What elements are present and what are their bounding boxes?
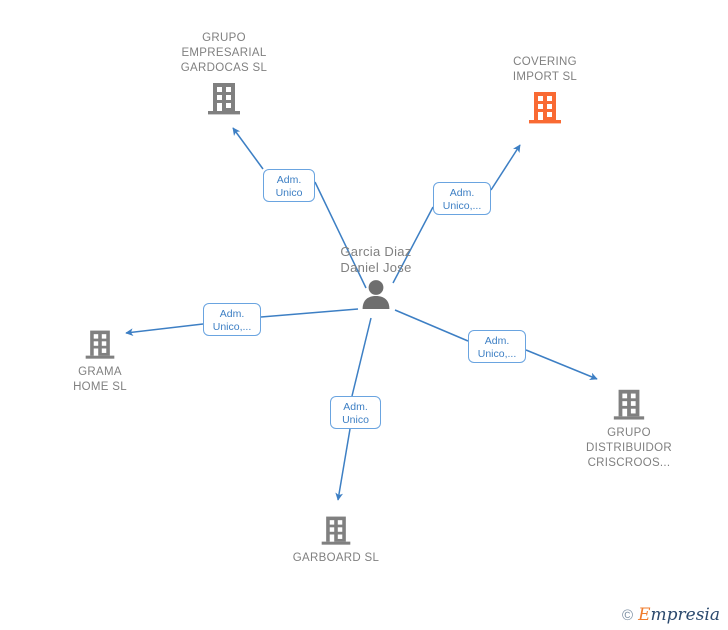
edge-label-garboard[interactable]: Adm. Unico bbox=[330, 396, 381, 429]
empresia-watermark: © Empresia bbox=[622, 607, 720, 624]
node-person-garcia-diaz-daniel-jose[interactable]: Garcia Diaz Daniel Jose bbox=[301, 244, 451, 309]
node-label: GRUPO EMPRESARIAL GARDOCAS SL bbox=[180, 32, 268, 74]
edge-label-gardocas[interactable]: Adm. Unico bbox=[263, 169, 315, 202]
edge-label-covering[interactable]: Adm. Unico,... bbox=[433, 182, 491, 215]
building-icon bbox=[208, 83, 240, 115]
edge-person-to-criscroos-head bbox=[525, 349, 598, 380]
building-icon bbox=[85, 330, 115, 359]
node-label: COVERING IMPORT SL bbox=[512, 56, 578, 83]
building-icon bbox=[613, 389, 645, 420]
node-grupo-empresarial-gardocas[interactable]: GRUPO EMPRESARIAL GARDOCAS SL bbox=[149, 31, 299, 117]
person-node-label: Garcia Diaz Daniel Jose bbox=[340, 244, 412, 275]
edge-label-criscroos[interactable]: Adm. Unico,... bbox=[468, 330, 526, 363]
edge-person-to-garboard-tail bbox=[351, 317, 372, 397]
edge-label-grama[interactable]: Adm. Unico,... bbox=[203, 303, 261, 336]
edge-person-to-covering-head bbox=[490, 144, 521, 191]
node-label: GARBOARD SL bbox=[292, 552, 380, 564]
building-icon bbox=[321, 516, 351, 545]
edge-person-to-criscroos-tail bbox=[394, 309, 469, 342]
edge-person-to-gardocas-head bbox=[232, 127, 264, 170]
brand-initial: E bbox=[638, 605, 651, 625]
node-garboard[interactable]: GARBOARD SL bbox=[261, 513, 411, 566]
node-grupo-distribuidor-criscroos[interactable]: GRUPO DISTRIBUIDOR CRISCROOS... bbox=[554, 386, 704, 471]
person-icon bbox=[362, 280, 390, 309]
edge-person-to-garboard-head bbox=[335, 428, 351, 501]
copyright-icon: © bbox=[622, 607, 634, 624]
node-label: GRAMA HOME SL bbox=[73, 366, 127, 393]
node-grama-home[interactable]: GRAMA HOME SL bbox=[25, 327, 175, 395]
building-icon bbox=[529, 92, 561, 124]
brand-rest: mpresia bbox=[650, 605, 721, 625]
node-label: GRUPO DISTRIBUIDOR CRISCROOS... bbox=[585, 427, 673, 469]
node-covering-import[interactable]: COVERING IMPORT SL bbox=[470, 55, 620, 126]
edge-person-to-grama-tail bbox=[260, 308, 359, 318]
brand-wordmark: Empresia bbox=[638, 607, 720, 624]
